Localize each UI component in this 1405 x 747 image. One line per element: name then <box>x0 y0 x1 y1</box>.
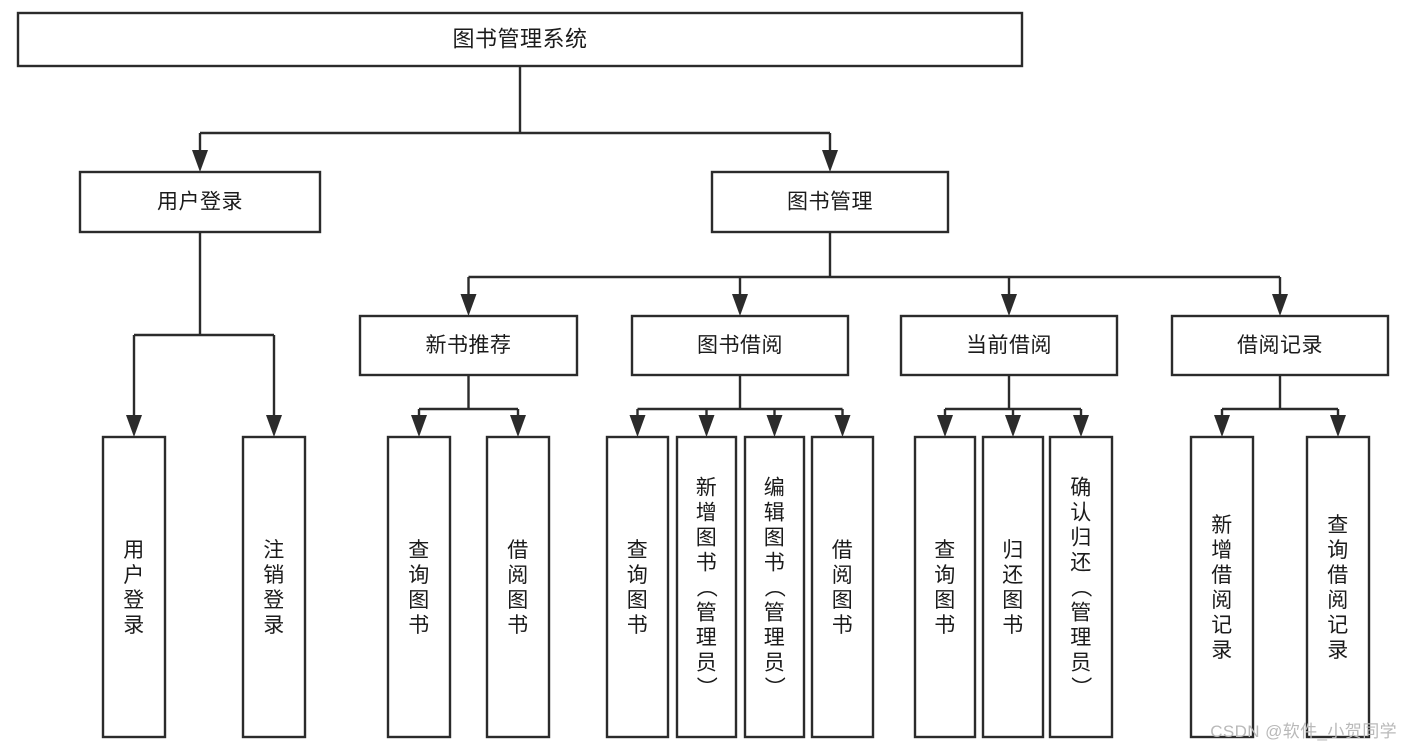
node-box <box>675 435 738 739</box>
node-box <box>1189 435 1255 739</box>
node-label: 查询图书 <box>408 539 430 637</box>
node-label: 新增借阅记录 <box>1211 514 1233 662</box>
node-box <box>78 170 322 234</box>
node-box <box>101 435 167 739</box>
node-root[interactable]: 图书管理系统 <box>16 11 1024 68</box>
node-label: 查询图书 <box>627 539 649 637</box>
node-label: 图书管理系统 <box>452 26 587 51</box>
node-label: 图书借阅 <box>697 334 783 357</box>
node-leaf-record-query[interactable]: 查询借阅记录 <box>1305 435 1371 739</box>
node-box <box>810 435 875 739</box>
node-leaf-current-query-book[interactable]: 查询图书 <box>913 435 977 739</box>
node-leaf-user-logout[interactable]: 注销登录 <box>241 435 307 739</box>
node-box <box>710 170 950 234</box>
node-label: 当前借阅 <box>966 334 1052 357</box>
node-label: 用户登录 <box>157 191 243 214</box>
node-leaf-rec-query-book[interactable]: 查询图书 <box>386 435 452 739</box>
node-box <box>981 435 1045 739</box>
arrow-head-icon <box>834 415 851 437</box>
node-label: 编辑图书（管理员） <box>764 477 786 700</box>
node-box <box>605 435 670 739</box>
node-box <box>358 314 579 377</box>
connector-layer <box>126 66 1346 437</box>
node-leaf-borrow-add-book[interactable]: 新增图书（管理员） <box>675 435 738 739</box>
node-leaf-user-login[interactable]: 用户登录 <box>101 435 167 739</box>
node-borrow-record[interactable]: 借阅记录 <box>1170 314 1390 377</box>
node-label: 借阅图书 <box>832 539 854 637</box>
node-box <box>1305 435 1371 739</box>
node-box <box>899 314 1119 377</box>
node-layer: 图书管理系统用户登录图书管理新书推荐图书借阅当前借阅借阅记录用户登录注销登录查询… <box>16 11 1390 739</box>
node-box <box>241 435 307 739</box>
node-leaf-current-return-book[interactable]: 归还图书 <box>981 435 1045 739</box>
node-label: 确认归还（管理员） <box>1070 477 1092 700</box>
arrow-head-icon <box>629 415 646 437</box>
node-current-borrow[interactable]: 当前借阅 <box>899 314 1119 377</box>
arrow-head-icon <box>510 415 526 437</box>
node-box <box>485 435 551 739</box>
node-leaf-borrow-borrow-book[interactable]: 借阅图书 <box>810 435 875 739</box>
node-leaf-record-add[interactable]: 新增借阅记录 <box>1189 435 1255 739</box>
arrow-head-icon <box>698 415 715 437</box>
arrow-head-icon <box>1214 415 1230 437</box>
csdn-watermark: CSDN @软件_小贺同学 <box>1210 722 1397 741</box>
node-label: 查询图书 <box>934 539 956 637</box>
node-box <box>1048 435 1114 739</box>
node-label: 借阅图书 <box>507 539 529 637</box>
node-label: 用户登录 <box>123 539 145 637</box>
arrow-head-icon <box>460 294 477 316</box>
arrow-head-icon <box>732 294 748 316</box>
node-box <box>743 435 806 739</box>
node-box <box>630 314 850 377</box>
arrow-head-icon <box>411 415 427 437</box>
arrow-head-icon <box>1073 415 1089 437</box>
node-leaf-rec-borrow-book[interactable]: 借阅图书 <box>485 435 551 739</box>
arrow-head-icon <box>126 415 142 437</box>
node-leaf-borrow-edit-book[interactable]: 编辑图书（管理员） <box>743 435 806 739</box>
node-leaf-current-confirm-return[interactable]: 确认归还（管理员） <box>1048 435 1114 739</box>
arrow-head-icon <box>1005 415 1021 437</box>
arrow-head-icon <box>1330 415 1346 437</box>
node-label: 新书推荐 <box>426 334 512 357</box>
node-book-borrow[interactable]: 图书借阅 <box>630 314 850 377</box>
node-user-login[interactable]: 用户登录 <box>78 170 322 234</box>
node-book-manage[interactable]: 图书管理 <box>710 170 950 234</box>
node-box <box>913 435 977 739</box>
arrow-head-icon <box>266 415 282 437</box>
node-label: 借阅记录 <box>1237 334 1323 357</box>
node-box <box>386 435 452 739</box>
node-label: 新增图书（管理员） <box>696 477 718 700</box>
arrow-head-icon <box>1001 294 1017 316</box>
arrow-head-icon <box>192 150 208 172</box>
node-label: 图书管理 <box>787 191 873 214</box>
node-new-book-recommend[interactable]: 新书推荐 <box>358 314 579 377</box>
node-leaf-borrow-query-book[interactable]: 查询图书 <box>605 435 670 739</box>
node-label: 注销登录 <box>263 539 285 637</box>
node-box <box>16 11 1024 68</box>
node-label: 归还图书 <box>1002 539 1024 637</box>
node-box <box>1170 314 1390 377</box>
arrow-head-icon <box>822 150 838 172</box>
arrow-head-icon <box>937 415 953 437</box>
arrow-head-icon <box>1272 294 1288 316</box>
node-label: 查询借阅记录 <box>1327 514 1349 662</box>
arrow-head-icon <box>766 415 783 437</box>
